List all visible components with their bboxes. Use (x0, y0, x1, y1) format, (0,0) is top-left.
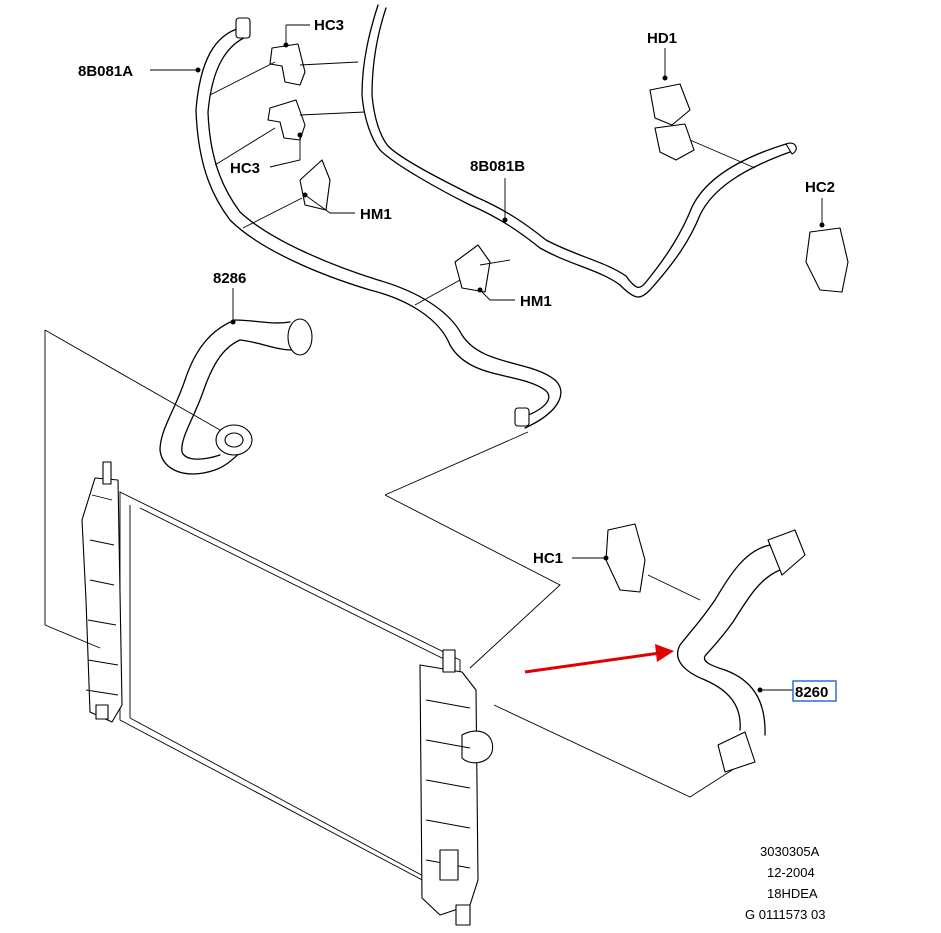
hose-8260-upper-end (767, 529, 806, 576)
hose-8260-outer (677, 544, 771, 731)
hose-8286-outer (159, 319, 251, 475)
hose-8b081a-outer (195, 27, 550, 419)
hose-8286-upper-end (287, 318, 313, 356)
hose-8b081a-inner (207, 35, 562, 429)
label-hd1[interactable]: HD1 (647, 30, 677, 47)
label-8b081b[interactable]: 8B081B (470, 158, 525, 175)
label-8286[interactable]: 8286 (213, 270, 246, 287)
hose-8260-inner (703, 569, 781, 736)
label-8260[interactable]: 8260 (795, 684, 828, 701)
label-hc3-mid[interactable]: HC3 (230, 160, 260, 177)
hose-8b081-branch-outer (361, 4, 621, 286)
radiator-outlet-neck (461, 730, 494, 764)
label-8b081a[interactable]: 8B081A (78, 63, 133, 80)
clip-hm1-right (454, 244, 491, 293)
radiator (81, 461, 494, 926)
hose-8260 (677, 529, 806, 773)
ref-line-4: G 0111573 03 (745, 907, 825, 922)
hose-8b081b-outer (619, 151, 791, 298)
label-hm1-left[interactable]: HM1 (360, 206, 392, 223)
hose-8b081-branch-inner (371, 7, 627, 277)
radiator-left-tank (81, 477, 123, 723)
leaders (150, 24, 825, 693)
radiator-right-tank (419, 664, 479, 916)
clip-hd1 (649, 83, 756, 169)
label-hc2[interactable]: HC2 (805, 179, 835, 196)
clip-hm1-left (299, 159, 331, 211)
clip-hc3-top (269, 43, 359, 86)
part-labels: 8B081A HC3 HC3 HD1 8B081B HC2 HM1 HM1 82… (78, 17, 835, 701)
ref-line-3: 18HDEA (767, 886, 818, 901)
hose-8286 (159, 318, 313, 475)
radiator-core (119, 491, 461, 901)
guide-lines (44, 329, 741, 798)
hose-8b081b-inner (625, 143, 787, 288)
hose-8b081b (619, 142, 797, 298)
label-hc3-top[interactable]: HC3 (314, 17, 344, 34)
label-hm1-right[interactable]: HM1 (520, 293, 552, 310)
clip-hc1 (605, 523, 646, 593)
label-hc1[interactable]: HC1 (533, 550, 563, 567)
hose-8286-inner (181, 339, 241, 460)
hose-end-cap (235, 17, 251, 39)
ref-line-2: 12-2004 (767, 865, 815, 880)
hose-8b081a (195, 4, 627, 429)
ref-line-1: 3030305A (760, 844, 820, 859)
hose-8260-lower-end (717, 731, 756, 773)
clip-hc2 (805, 227, 849, 293)
reference-block: 3030305A 12-2004 18HDEA G 0111573 03 (745, 844, 825, 922)
clip-hc3-mid (267, 99, 366, 141)
pointer-arrow (524, 644, 674, 674)
highlight-box (792, 680, 837, 702)
hose-end-cap-lower (514, 407, 530, 427)
